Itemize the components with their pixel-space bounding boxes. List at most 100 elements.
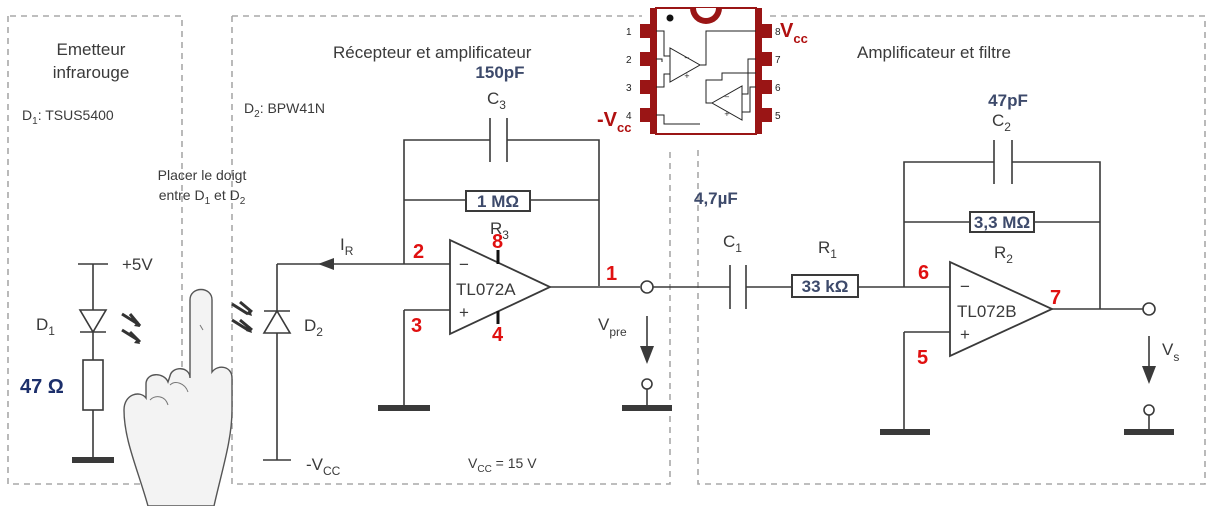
ic-package: 1 2 3 4 8 7 6 5 − + − + Vcc -Vcc bbox=[597, 7, 808, 135]
ic-pin-number: 7 bbox=[775, 55, 781, 66]
ic-pin-tab bbox=[640, 80, 656, 94]
finger-icon bbox=[123, 288, 233, 506]
ic-pin-number: 2 bbox=[626, 55, 632, 66]
emission-arrows-icon bbox=[121, 312, 142, 344]
vpre-arrow-icon bbox=[640, 346, 654, 364]
arrow-head-icon bbox=[246, 309, 252, 316]
vpre-ground-terminal bbox=[641, 378, 653, 390]
capacitor-c1-label: C1 bbox=[723, 232, 742, 255]
ic-pin-tab bbox=[756, 80, 772, 94]
capacitor-c2-label: C2 bbox=[992, 111, 1011, 134]
opamp-a-plus-sign: + bbox=[459, 303, 469, 322]
receiver-circuit: D2 -VCC IR 1 MΩ 150pF C3 R3 − + TL072A V… bbox=[231, 63, 672, 478]
ic-pin-number: 6 bbox=[775, 83, 781, 94]
vpre-label: Vpre bbox=[598, 315, 627, 339]
pin-8-label: 8 bbox=[492, 231, 503, 253]
capacitor-c3-label: C3 bbox=[487, 89, 506, 112]
receiver-part-label: D2: BPW41N bbox=[244, 100, 325, 120]
ic-pin-tab bbox=[640, 108, 656, 122]
emitter-part-label: D1: TSUS5400 bbox=[22, 107, 114, 127]
ic-pin-number: 8 bbox=[775, 27, 781, 38]
opamp-b-minus-sign: − bbox=[960, 277, 970, 296]
opamp-tl072a-symbol bbox=[449, 238, 553, 336]
resistor-47-value: 47 Ω bbox=[20, 376, 64, 398]
ic-plus-a: + bbox=[684, 72, 690, 80]
vpre-terminal bbox=[640, 280, 654, 294]
resistor-r3-value: 1 MΩ bbox=[477, 192, 519, 211]
ic-body-inner bbox=[655, 7, 757, 135]
ic-pin-tab bbox=[756, 52, 772, 66]
pin-7-label: 7 bbox=[1050, 287, 1061, 309]
pin-3-label: 3 bbox=[411, 315, 422, 337]
diode-d1-label: D1 bbox=[36, 315, 55, 338]
capacitor-c2-symbol bbox=[993, 140, 1013, 184]
ic-internal-opamps bbox=[656, 30, 756, 125]
opamp-tl072a-label: TL072A bbox=[456, 280, 516, 299]
opamp-a-minus-sign: − bbox=[459, 255, 469, 274]
receiver-frame bbox=[231, 15, 671, 485]
neg-supply-label: -VCC bbox=[306, 455, 341, 478]
instruction-line1: Placer le doigt bbox=[158, 167, 247, 183]
opamp-b-plus-sign: + bbox=[960, 325, 970, 344]
opamp-tl072b-symbol bbox=[949, 260, 1055, 358]
ic-pin-number: 1 bbox=[626, 27, 632, 38]
ic-vcc-label: Vcc bbox=[780, 20, 808, 46]
capacitor-c2-value: 47pF bbox=[988, 91, 1028, 110]
capacitor-c1-value: 4,7µF bbox=[694, 189, 738, 208]
supply-5v-label: +5V bbox=[122, 255, 153, 274]
instruction-line2: entre D1 et D2 bbox=[159, 187, 246, 207]
photodiode-wires bbox=[263, 264, 291, 461]
arrow-head-icon bbox=[246, 326, 252, 333]
capacitor-c3-value: 150pF bbox=[475, 63, 524, 82]
opamp-tl072b-label: TL072B bbox=[957, 302, 1017, 321]
current-ir-label: IR bbox=[340, 235, 354, 258]
pin-1-label: 1 bbox=[606, 263, 617, 285]
arrow-head-icon bbox=[134, 321, 140, 327]
vs-arrow-icon bbox=[1142, 366, 1156, 384]
ic-minus-b: − bbox=[724, 93, 730, 101]
led-d1-symbol bbox=[78, 309, 108, 334]
ic-notch-inner bbox=[696, 8, 716, 18]
ic-minus-a: − bbox=[684, 54, 690, 62]
emitter-title-line2: infrarouge bbox=[53, 63, 130, 82]
ic-pin-number: 3 bbox=[626, 83, 632, 94]
resistor-r2-symbol bbox=[969, 211, 1035, 233]
pin-5-label: 5 bbox=[917, 347, 928, 369]
emitter-circuit: +5V D1 47 Ω bbox=[20, 255, 153, 463]
ic-pin-tab bbox=[756, 24, 772, 38]
receiver-title: Récepteur et amplificateur bbox=[333, 43, 532, 62]
resistor-r3-label: R3 bbox=[490, 219, 509, 242]
filter-title: Amplificateur et filtre bbox=[857, 43, 1011, 62]
vs-terminal bbox=[1142, 302, 1156, 316]
resistor-47-symbol bbox=[82, 359, 104, 411]
filter-noninv-wire bbox=[903, 331, 950, 432]
ic-plus-b: + bbox=[724, 110, 730, 118]
capacitor-c3-symbol bbox=[489, 118, 508, 162]
feedback-wires bbox=[403, 139, 600, 286]
ic-pin-tab bbox=[640, 24, 656, 38]
ic-pin-number: 5 bbox=[775, 111, 781, 122]
ic-neg-vcc-label: -Vcc bbox=[597, 109, 631, 135]
vcc-note: VCC = 15 V bbox=[468, 455, 537, 475]
pin-6-label: 6 bbox=[918, 262, 929, 284]
vs-ground-terminal bbox=[1143, 404, 1155, 416]
resistor-r3-symbol bbox=[465, 190, 531, 212]
resistor-r2-value: 3,3 MΩ bbox=[974, 213, 1030, 232]
arrow-head-icon bbox=[134, 338, 140, 344]
resistor-r1-label: R1 bbox=[818, 238, 837, 261]
emitter-wires bbox=[78, 263, 108, 460]
resistor-r1-value: 33 kΩ bbox=[802, 277, 849, 296]
resistor-r2-label: R2 bbox=[994, 243, 1013, 266]
ic-pin-number: 4 bbox=[626, 111, 632, 122]
noninv-ground-wire bbox=[403, 309, 450, 408]
filter-feedback-wires bbox=[903, 161, 1101, 309]
reception-arrows-icon bbox=[231, 300, 253, 332]
photodiode-d2-label: D2 bbox=[304, 316, 323, 339]
pin1-dot-icon bbox=[666, 14, 674, 22]
emitter-title-line1: Emetteur bbox=[57, 40, 126, 59]
resistor-r1-symbol bbox=[791, 274, 859, 298]
filter-frame bbox=[697, 15, 1206, 485]
pin-4-label: 4 bbox=[492, 324, 504, 346]
ic-pin-tab bbox=[756, 108, 772, 122]
